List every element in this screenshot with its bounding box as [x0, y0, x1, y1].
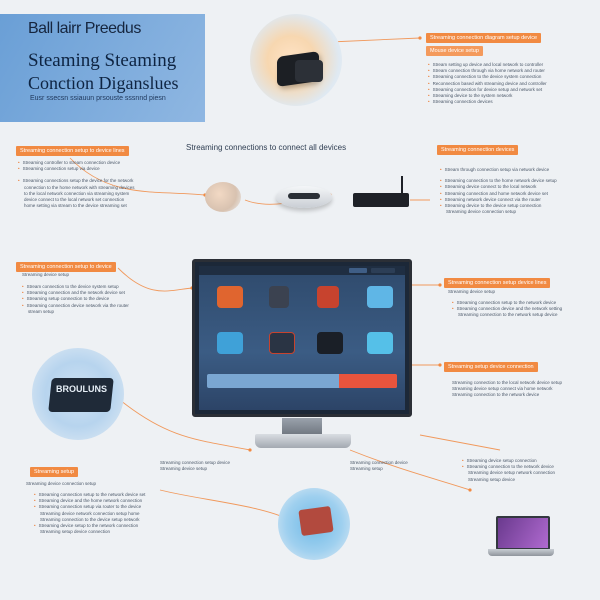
laptop-screen: [496, 516, 550, 550]
note-line: Streaming connection for device setup an…: [428, 87, 547, 93]
note-line: Stream setting up device and local netwo…: [428, 62, 547, 68]
title-banner: [0, 14, 205, 122]
notes-right-4: Streaming device setup connection Stream…: [462, 458, 555, 483]
note-line: Streaming connection to the device syste…: [428, 74, 547, 80]
tablet-icon: [298, 505, 334, 537]
note-line: home setting via stream to the device st…: [24, 203, 127, 209]
note-line: Reconnection based with streaming device…: [428, 81, 547, 87]
section-subheader-top-right: Mouse device setup: [426, 46, 483, 56]
note-line: Streaming device setup: [160, 466, 208, 472]
notes-right-1: Stream through connection setup via netw…: [440, 167, 557, 215]
section-header-right-3: Streaming setup device connection: [444, 362, 538, 372]
note-line: Streaming connection device: [350, 460, 408, 465]
notes-right-2: Streaming connection setup to the networ…: [452, 300, 563, 319]
device-label: BROULUNS: [56, 384, 107, 394]
note-line: Streaming setup device: [468, 476, 516, 482]
screen-topbar: [199, 266, 405, 275]
note-line: Streaming connection to the device setup…: [40, 516, 140, 522]
section-header-top-right: Streaming connection diagram setup devic…: [426, 33, 542, 43]
app-tile-4[interactable]: [367, 286, 393, 308]
note-line: Streaming setup connection to the device: [22, 296, 129, 302]
note-line: Streaming connection to the local networ…: [452, 380, 563, 385]
play-button[interactable]: [339, 374, 397, 388]
note-line: Streaming connection setup to the networ…: [34, 492, 146, 498]
note-line: stream setup: [28, 308, 55, 314]
monitor-screen: [199, 266, 405, 410]
note-line: Streaming connection device and the netw…: [452, 306, 563, 312]
section-header-left-2: Streaming connection setup to device: [16, 262, 116, 272]
note-line: Streaming connection and home network de…: [440, 191, 557, 197]
section-header-left-3: Streaming setup: [30, 467, 79, 477]
note-line: Streaming device to the system network: [428, 93, 547, 99]
router-antenna: [401, 176, 403, 194]
note-line: Streaming controller to stream connectio…: [18, 160, 135, 166]
notes-left-2: Stream connection to the device system s…: [22, 284, 129, 315]
note-line: Streaming device to the device setup con…: [440, 203, 557, 209]
note-line: Streaming device network connection setu…: [40, 510, 140, 516]
note-line: Streaming network device connect via the…: [440, 197, 557, 203]
notes-bottom-center-left: Streaming connection setup device Stream…: [160, 460, 230, 472]
app-tile-5[interactable]: [217, 332, 243, 354]
monitor: [192, 259, 412, 417]
note-line: Streaming connection to the network devi…: [452, 392, 540, 398]
note-line: device connect to the local network set …: [24, 197, 125, 203]
note-line: Streaming connection devices: [428, 99, 547, 105]
notes-top-right: Stream setting up device and local netwo…: [428, 62, 547, 105]
note-line: Streaming connection setup to the networ…: [452, 300, 562, 306]
monitor-stand-base: [255, 434, 351, 448]
note-line: Streaming device and the home network co…: [34, 498, 145, 504]
center-heading: Streaming connections to connect all dev…: [186, 143, 347, 152]
note-line: Streaming device setup network connectio…: [468, 470, 556, 476]
note-line: Streaming connection device network via …: [22, 303, 129, 309]
streaming-box-front: [295, 60, 323, 82]
notes-left-3: Streaming connection setup to the networ…: [34, 492, 146, 535]
router-icon: [353, 193, 409, 207]
title-line-1: Ball lairr Preedus: [28, 20, 141, 37]
laptop-base: [488, 549, 554, 556]
note-line: Streaming setup: [350, 466, 383, 472]
vr-headset-icon: [205, 182, 241, 212]
note-line: Streaming connection to the home network…: [440, 178, 557, 184]
title-line-2: Steaming Steaming: [28, 50, 177, 71]
note-line: Streaming device setup connection: [462, 458, 555, 464]
notes-left-1: Streaming controller to stream connectio…: [18, 160, 135, 209]
note-line: Stream through connection setup via netw…: [440, 167, 557, 173]
app-tile-6[interactable]: [269, 332, 295, 354]
notes-bottom-center-right: Streaming connection device Streaming se…: [350, 460, 408, 472]
note-line: Streaming connection setup device: [160, 460, 231, 465]
app-tile-8[interactable]: [367, 332, 393, 354]
note-line: to the local network connection via stre…: [24, 190, 130, 196]
app-tile-1[interactable]: [217, 286, 243, 308]
title-line-3: Conction Diganslues: [28, 73, 179, 93]
section-header-right-2: Streaming connection setup device lines: [444, 278, 551, 288]
note-line: Streaming setup device connection: [40, 529, 111, 535]
note-line: Stream connection to the device system s…: [22, 284, 129, 290]
note-line: Stream connection through via home netwo…: [428, 68, 547, 74]
note-line: Streaming device setup connect via home …: [452, 386, 553, 392]
monitor-stand-neck: [282, 418, 322, 436]
app-tile-3[interactable]: [317, 286, 339, 308]
note-line: Streaming device connection setup: [446, 209, 517, 215]
note-line: Streaming connections setup the device f…: [18, 178, 135, 184]
section-sub-left-2: Streaming device setup: [22, 272, 70, 277]
note-line: Streaming connection setup via router to…: [34, 504, 145, 510]
title-subtitle: Eusr ssecsn ssiauun prsouste sssnnd pies…: [30, 95, 166, 102]
note-line: Streaming device connect to the local ne…: [440, 184, 557, 190]
screen-search-bar[interactable]: [207, 374, 397, 388]
note-line: Streaming connection and the network dev…: [22, 290, 129, 296]
notes-right-3: Streaming connection to the local networ…: [452, 380, 562, 399]
note-line: Streaming connection to the network devi…: [462, 464, 555, 470]
app-tile-2[interactable]: [269, 286, 289, 308]
section-header-right-1: Streaming connection devices: [437, 145, 519, 155]
note-line: connection to the home network with stre…: [24, 184, 135, 190]
streaming-stick-inner: [288, 193, 320, 199]
section-sub-left-3: Streaming device connection setup: [26, 481, 97, 486]
section-header-left-1: Streaming connection setup to device lin…: [16, 146, 129, 156]
section-sub-right-2: Streaming device setup: [448, 289, 496, 294]
note-line: Streaming connection setup via device: [18, 166, 135, 172]
note-line: Streaming device setup to the network co…: [34, 523, 145, 529]
app-tile-7[interactable]: [317, 332, 343, 354]
note-line: Streaming connection to the network setu…: [458, 312, 558, 318]
